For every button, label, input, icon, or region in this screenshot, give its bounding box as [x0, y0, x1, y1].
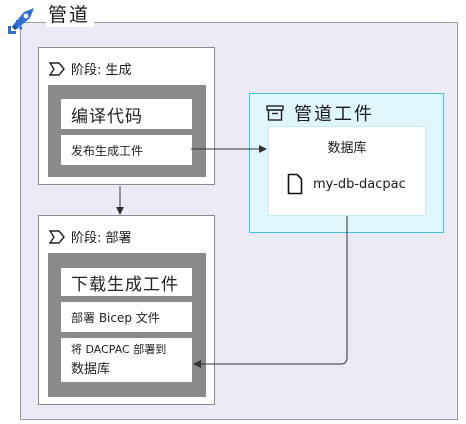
stage-deploy-header: 阶段: 部署	[49, 227, 132, 246]
task-deploy-bicep: 部署 Bicep 文件	[61, 302, 192, 332]
pipeline-artifacts-header: 管道工件	[266, 100, 374, 126]
stage-build: 阶段: 生成 编译代码 发布生成工件	[38, 47, 215, 185]
artifact-file-name: my-db-dacpac	[313, 176, 406, 192]
task-deploy-dacpac: 将 DACPAC 部署到 数据库	[61, 338, 192, 382]
task-deploy-dacpac-line1: 将 DACPAC 部署到	[71, 343, 167, 356]
task-deploy-dacpac-line2: 数据库	[71, 362, 111, 377]
file-icon	[287, 173, 303, 195]
task-publish-artifact: 发布生成工件	[61, 135, 192, 165]
task-compile-code: 编译代码	[61, 99, 192, 129]
stage-chevron-icon	[49, 229, 65, 244]
stage-deploy-title: 阶段: 部署	[71, 231, 132, 246]
stage-build-title: 阶段: 生成	[71, 63, 132, 78]
artifact-file: my-db-dacpac	[287, 173, 406, 195]
stage-chevron-icon	[49, 61, 65, 76]
stage-build-header: 阶段: 生成	[49, 59, 132, 78]
azure-pipelines-icon	[8, 8, 34, 34]
artifact-database-folder: 数据库 my-db-dacpac	[268, 126, 426, 216]
pipeline-title: 管道	[46, 3, 95, 27]
archive-icon	[266, 105, 284, 121]
artifact-folder-label: 数据库	[327, 141, 367, 156]
stage-deploy: 阶段: 部署 下载生成工件 部署 Bicep 文件 将 DACPAC 部署到 数…	[38, 215, 215, 405]
pipeline-artifacts-title: 管道工件	[294, 104, 374, 125]
task-download-artifact: 下载生成工件	[61, 268, 192, 296]
